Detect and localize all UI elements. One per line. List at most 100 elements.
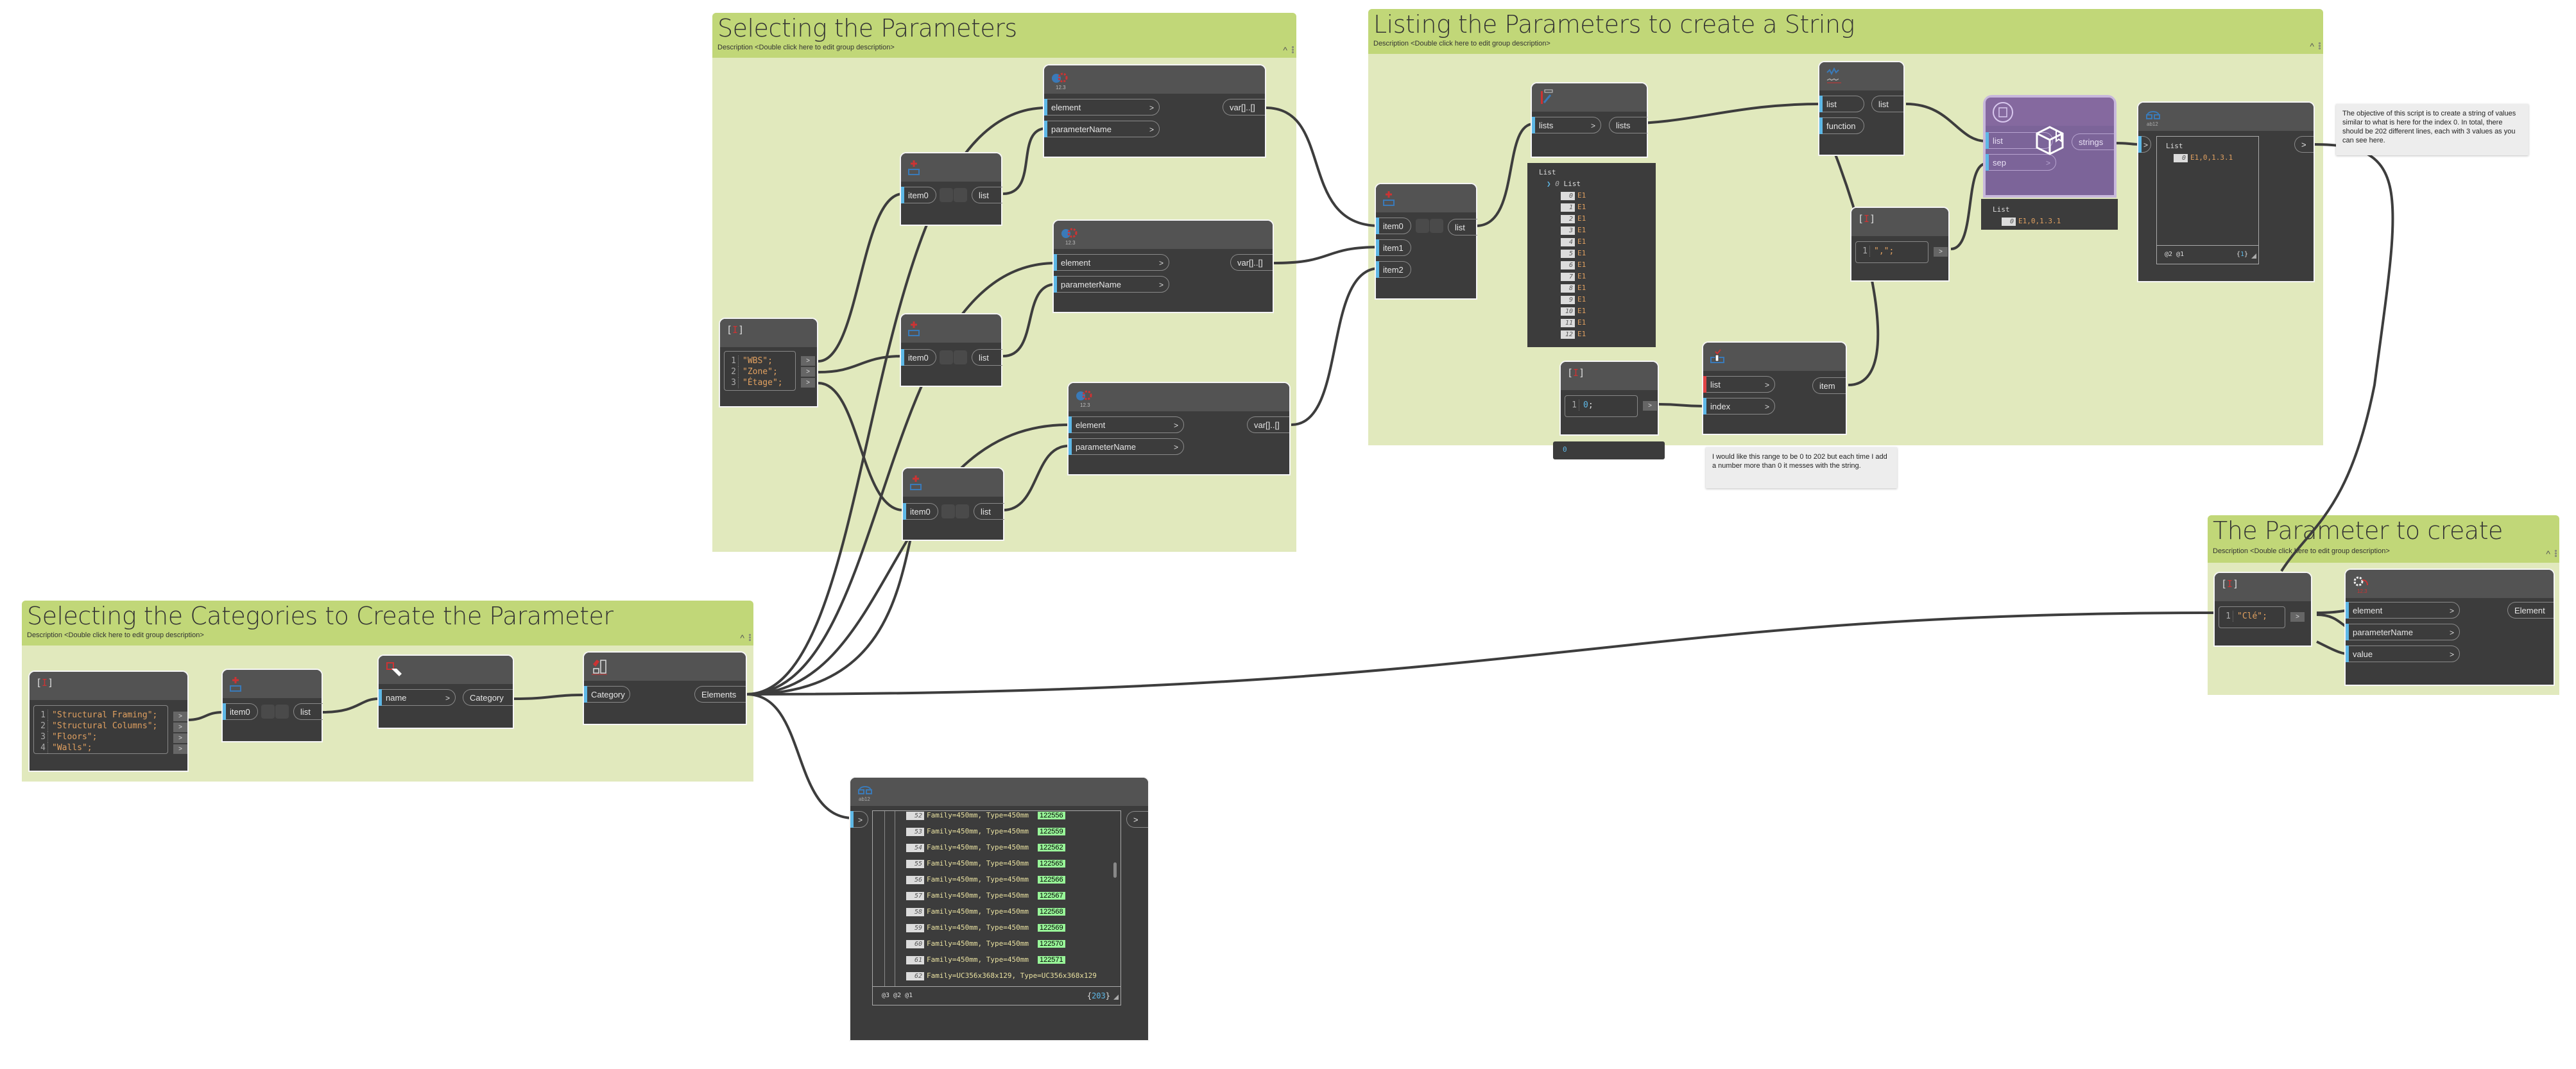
- group-menu-icon[interactable]: [2319, 42, 2321, 50]
- output-port-var[interactable]: var[]..[]: [1230, 254, 1273, 271]
- input-port-item0[interactable]: item0: [1376, 218, 1411, 234]
- output-port-list[interactable]: list: [974, 503, 1004, 520]
- group-menu-icon[interactable]: [1292, 46, 1294, 54]
- input-port-value[interactable]: value>: [2346, 646, 2460, 662]
- resize-handle[interactable]: [2251, 253, 2256, 259]
- input-port[interactable]: >: [2138, 136, 2151, 153]
- list-create-node[interactable]: item0 item1 item2 list: [1375, 183, 1477, 300]
- group-description[interactable]: Description <Double click here to edit g…: [27, 631, 204, 639]
- list-create-node[interactable]: item0 list: [900, 152, 1002, 226]
- all-elements-of-category-node[interactable]: Category Elements: [583, 651, 747, 725]
- input-port-item0[interactable]: item0: [223, 703, 258, 720]
- collapse-icon[interactable]: ^: [1283, 45, 1287, 55]
- input-port-item0[interactable]: item0: [901, 349, 936, 366]
- element-id-link[interactable]: 122569: [1037, 924, 1065, 932]
- code-editor[interactable]: 1"Clé";: [2219, 606, 2285, 628]
- add-remove-buttons[interactable]: [1416, 219, 1444, 233]
- output-port-element[interactable]: Element: [2507, 602, 2554, 619]
- input-port-name[interactable]: name>: [379, 689, 456, 706]
- collapse-icon[interactable]: ^: [740, 633, 744, 643]
- input-port-item0[interactable]: item0: [903, 503, 938, 520]
- list-levels[interactable]: @3 @2 @1: [882, 992, 913, 999]
- add-remove-buttons[interactable]: [941, 504, 970, 518]
- code-editor[interactable]: 1"Structural Framing"; 2"Structural Colu…: [33, 705, 168, 754]
- input-port-parameter-name[interactable]: parameterName>: [2346, 624, 2460, 640]
- output-port[interactable]: >: [2294, 136, 2314, 153]
- output-port-list[interactable]: list: [972, 349, 1002, 366]
- input-port-category[interactable]: Category: [584, 686, 630, 703]
- output-port-list[interactable]: list: [1448, 219, 1477, 235]
- list-transpose-node[interactable]: lists> lists: [1531, 82, 1648, 158]
- code-editor[interactable]: 1"WBS"; 2"Zone"; 3"Étage";: [724, 351, 796, 391]
- output-port-list[interactable]: list: [293, 703, 323, 720]
- output-port[interactable]: >: [173, 712, 187, 721]
- output-port[interactable]: >: [2290, 612, 2305, 622]
- element-id-link[interactable]: 122567: [1037, 892, 1065, 900]
- group-description[interactable]: Description <Double click here to edit g…: [1373, 40, 1550, 47]
- output-port-var[interactable]: var[]..[]: [1223, 99, 1265, 115]
- element-id-link[interactable]: 122562: [1037, 844, 1065, 851]
- get-parameter-value-node[interactable]: 12.3 element> parameterName> var[]..[]: [1043, 64, 1266, 158]
- element-id-link[interactable]: 122556: [1037, 812, 1065, 819]
- input-port-parameter-name[interactable]: parameterName>: [1054, 276, 1169, 293]
- input-port-element[interactable]: element>: [2346, 602, 2460, 619]
- input-port-index[interactable]: index>: [1703, 398, 1775, 415]
- input-port-element[interactable]: element>: [1054, 254, 1169, 271]
- element-id-link[interactable]: 122568: [1037, 908, 1065, 916]
- code-block-separator[interactable]: [I] 1","; >: [1850, 207, 1950, 282]
- list-map-node[interactable]: list function list: [1818, 61, 1905, 156]
- list-levels[interactable]: @2 @1: [2165, 251, 2185, 258]
- preview-sublist[interactable]: ❯ 0 List: [1547, 180, 1581, 188]
- element-id-link[interactable]: 122571: [1037, 956, 1065, 964]
- output-port[interactable]: >: [1643, 401, 1657, 411]
- code-block-parameters[interactable]: [I] 1"WBS"; 2"Zone"; 3"Étage"; > > >: [719, 318, 818, 407]
- get-parameter-value-node[interactable]: 12.3 element> parameterName> var[]..[]: [1067, 382, 1291, 475]
- output-port-item[interactable]: item: [1812, 377, 1846, 394]
- note-objective[interactable]: The objective of this script is to creat…: [2336, 104, 2529, 155]
- category-by-name-node[interactable]: name> Category: [377, 654, 514, 729]
- set-parameter-by-name-node[interactable]: 12.3 element> parameterName> value> Elem…: [2344, 569, 2555, 686]
- output-port-var[interactable]: var[]..[]: [1247, 416, 1289, 433]
- output-port[interactable]: >: [173, 723, 187, 732]
- element-id-link[interactable]: 122565: [1037, 860, 1065, 868]
- get-item-at-index-node[interactable]: list> index> item: [1702, 341, 1847, 435]
- group-menu-icon[interactable]: [749, 634, 751, 642]
- input-port-item2[interactable]: item2: [1376, 261, 1411, 278]
- output-port-strings[interactable]: strings: [2072, 133, 2114, 150]
- list-create-node[interactable]: item0 list: [900, 313, 1002, 387]
- output-port[interactable]: >: [801, 356, 815, 366]
- element-id-link[interactable]: 122570: [1037, 940, 1065, 948]
- input-port-item0[interactable]: item0: [901, 187, 936, 203]
- input-port-function[interactable]: function: [1819, 117, 1864, 134]
- group-description[interactable]: Description <Double click here to edit g…: [717, 44, 895, 51]
- add-remove-buttons[interactable]: [261, 705, 289, 719]
- add-remove-buttons[interactable]: [940, 188, 968, 202]
- code-block-categories[interactable]: [I] 1"Structural Framing"; 2"Structural …: [28, 671, 189, 772]
- list-create-node[interactable]: item0 list: [221, 669, 323, 742]
- input-port-sep[interactable]: sep>: [1986, 154, 2056, 171]
- output-port-lists[interactable]: lists: [1609, 117, 1647, 133]
- scrollbar-thumb[interactable]: [1113, 862, 1117, 878]
- element-id-link[interactable]: 122559: [1037, 828, 1065, 835]
- collapse-icon[interactable]: ^: [2310, 41, 2314, 51]
- output-port[interactable]: >: [173, 733, 187, 743]
- output-port[interactable]: >: [801, 367, 815, 377]
- group-menu-icon[interactable]: [2555, 550, 2557, 558]
- collapse-icon[interactable]: ^: [2546, 549, 2550, 559]
- get-parameter-value-node[interactable]: 12.3 element> parameterName> var[]..[]: [1052, 219, 1274, 313]
- list-create-node[interactable]: item0 list: [902, 467, 1004, 541]
- output-port[interactable]: >: [1934, 247, 1948, 257]
- add-remove-buttons[interactable]: [940, 350, 968, 364]
- input-port-lists[interactable]: lists>: [1532, 117, 1601, 133]
- input-port-list[interactable]: list>: [1703, 376, 1775, 393]
- input-port-parameter-name[interactable]: parameterName>: [1044, 121, 1160, 137]
- input-port[interactable]: >: [850, 811, 868, 828]
